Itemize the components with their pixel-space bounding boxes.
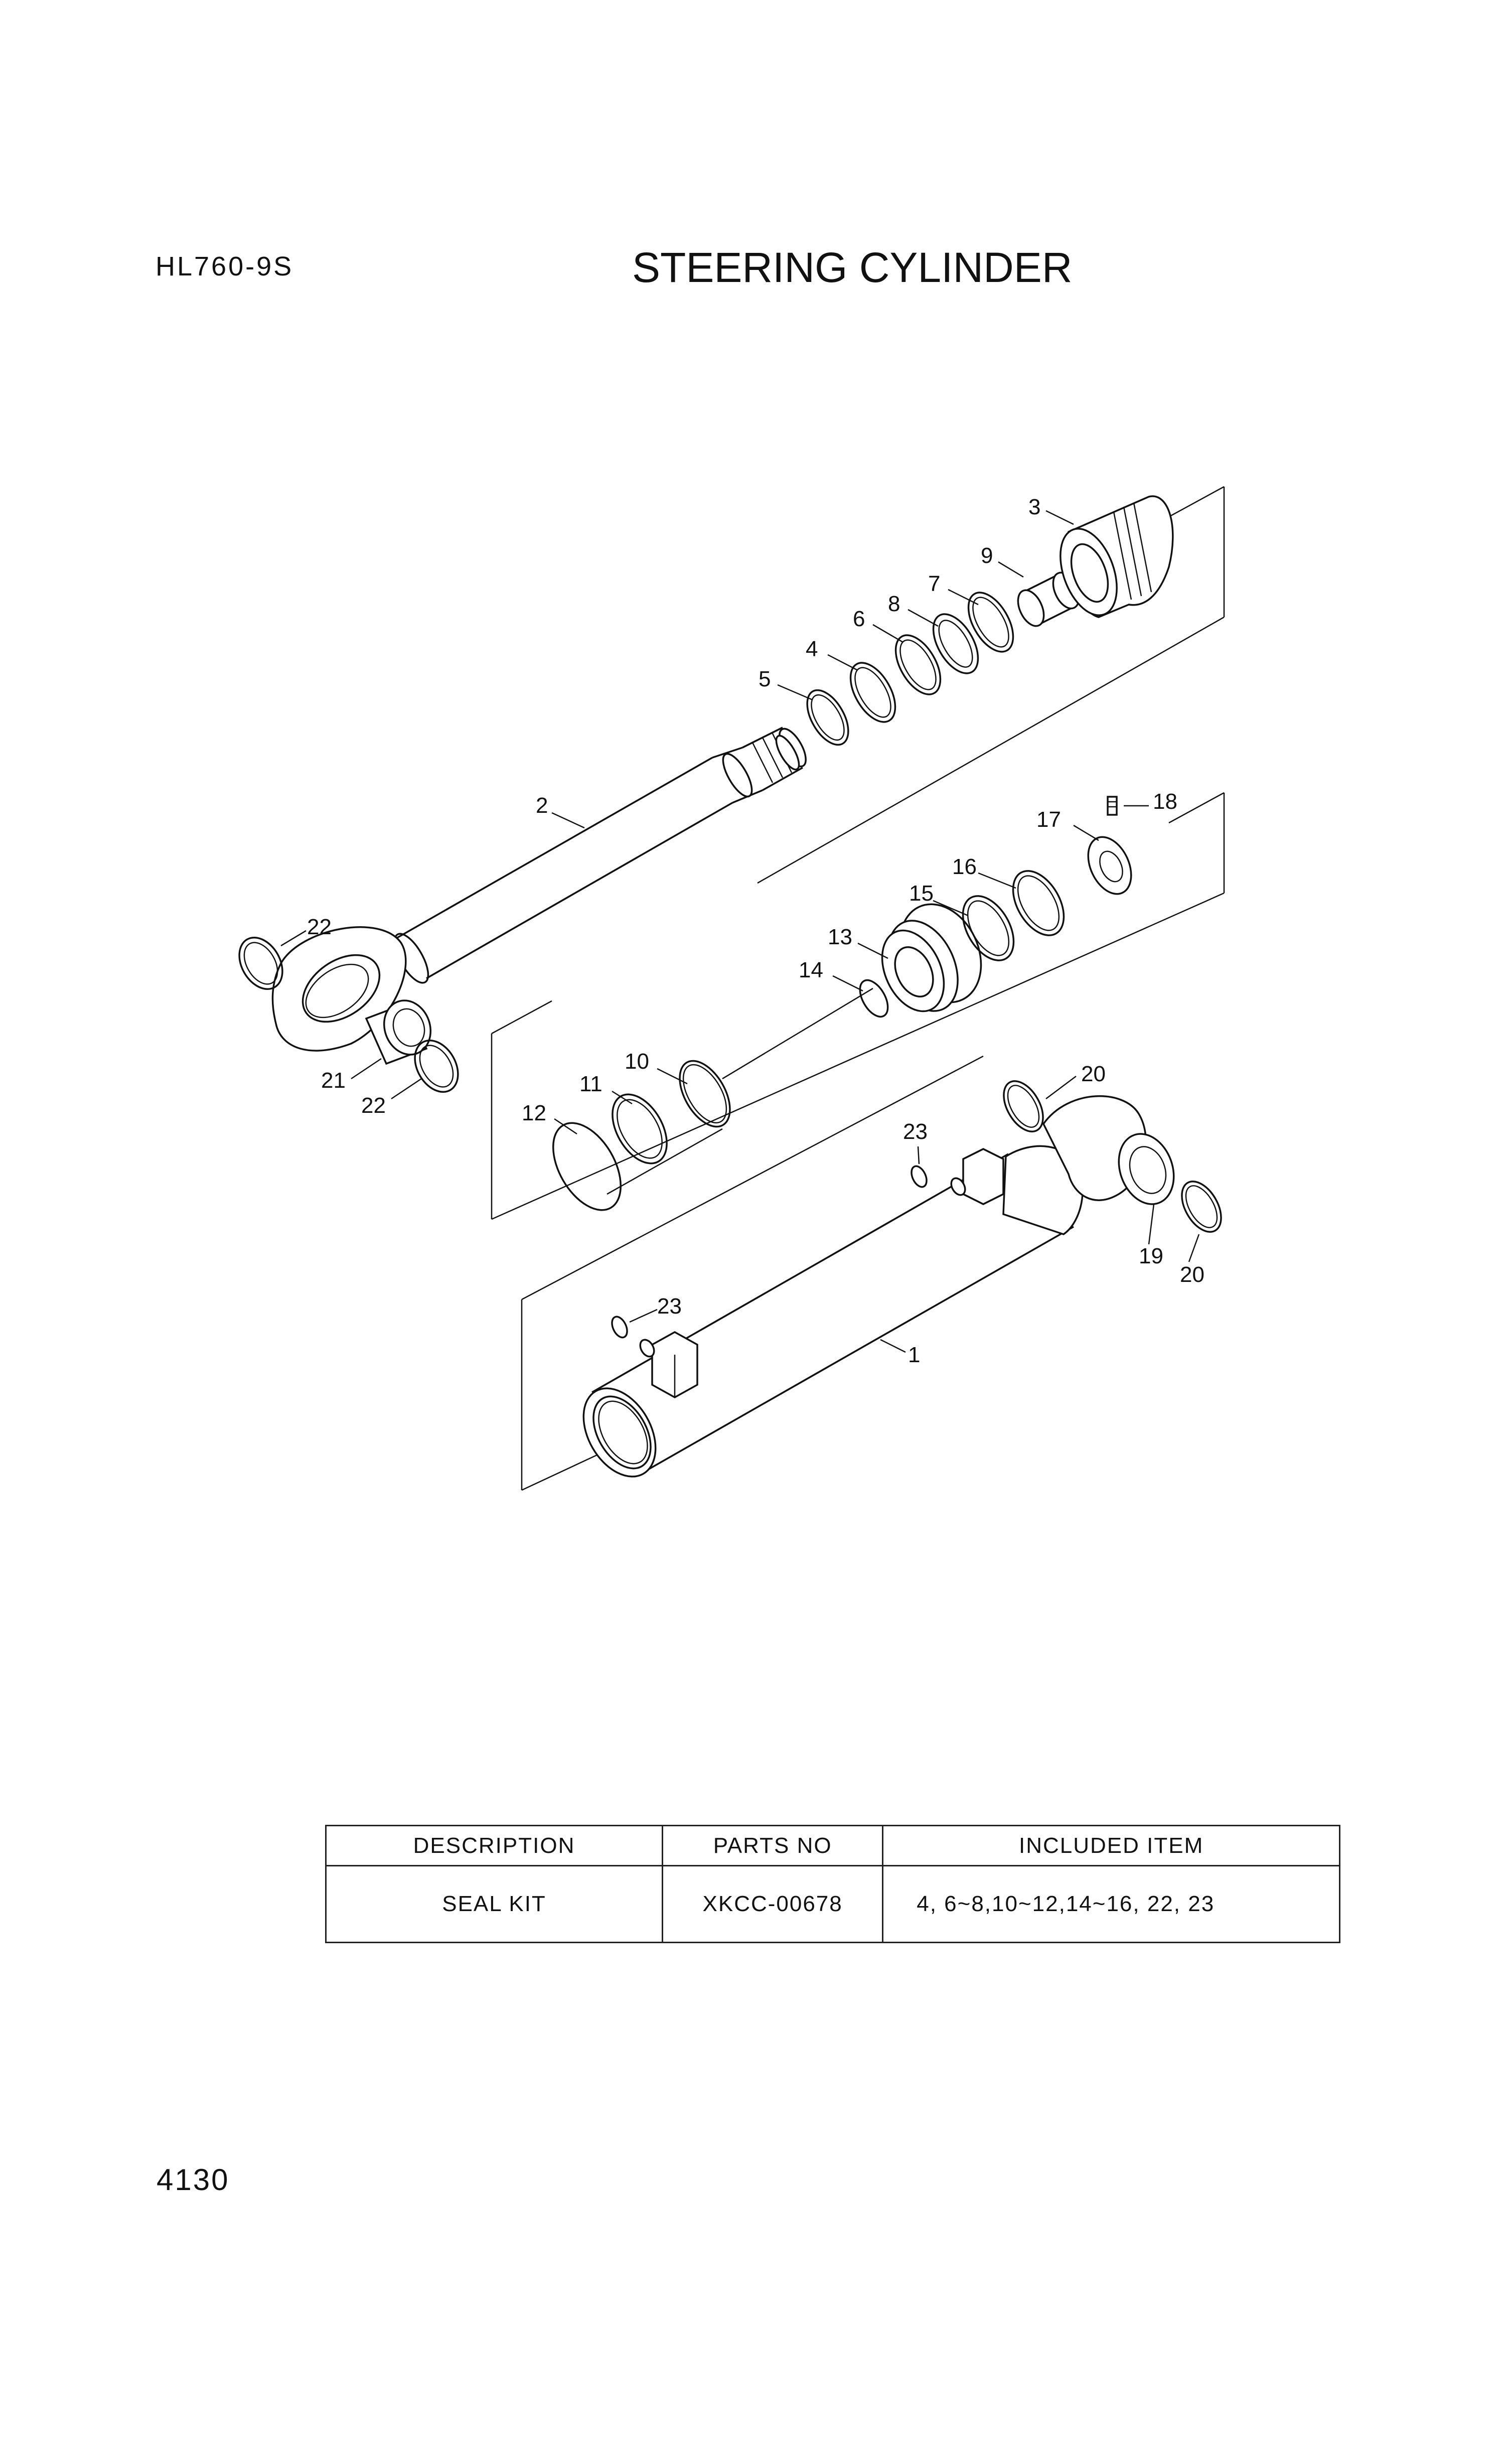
table-header-row: DESCRIPTION PARTS NO INCLUDED ITEM (325, 1825, 1340, 1866)
wear-ring-15 (962, 895, 1015, 961)
cylinder-tube (582, 1095, 1175, 1478)
dust-seal-22-right (414, 1039, 459, 1093)
callout-22-upper: 22 (307, 915, 332, 939)
model-code: HL760-9S (156, 251, 294, 281)
callout-19: 19 (1139, 1244, 1163, 1268)
tube-group-frame (521, 1055, 984, 1491)
callout-9: 9 (981, 543, 993, 568)
bushing-21 (365, 999, 432, 1065)
retaining-ring-20-lower (1181, 1181, 1222, 1233)
callout-16: 16 (952, 854, 977, 879)
seal-6 (894, 634, 942, 695)
callout-7: 7 (928, 571, 940, 596)
ring-11 (612, 1093, 668, 1165)
retaining-ring-5 (806, 689, 849, 746)
seal-7 (967, 592, 1014, 653)
piston-13 (881, 903, 982, 1012)
gland-3 (1060, 495, 1174, 618)
piston-group-frame (491, 792, 1225, 1220)
o-ring-23-upper (911, 1165, 928, 1188)
callout-labels: 1 2 3 4 5 6 7 8 9 10 11 12 13 14 15 16 1… (307, 495, 1204, 1367)
callout-23-upper: 23 (903, 1119, 928, 1144)
callout-12: 12 (522, 1101, 546, 1125)
callout-17: 17 (1036, 807, 1061, 832)
callout-20-lower: 20 (1180, 1262, 1204, 1287)
column-header-included-item: INCLUDED ITEM (882, 1825, 1340, 1866)
callout-13: 13 (828, 925, 852, 949)
cell-description: SEAL KIT (325, 1865, 664, 1943)
retaining-ring-20-upper (1003, 1080, 1044, 1132)
cell-included-items: 4, 6~8,10~12,14~16, 22, 23 (882, 1865, 1340, 1943)
column-header-description: DESCRIPTION (325, 1825, 664, 1866)
cell-parts-no: XKCC-00678 (662, 1865, 884, 1943)
o-ring-23-lower (611, 1316, 628, 1339)
column-header-parts-no: PARTS NO (662, 1825, 884, 1866)
wear-ring-16 (1012, 870, 1065, 936)
callout-11: 11 (579, 1072, 602, 1096)
seal-4 (849, 662, 896, 723)
callout-18: 18 (1153, 789, 1177, 814)
callout-2: 2 (536, 793, 548, 818)
callout-4: 4 (806, 637, 818, 661)
leader-lines (280, 510, 1200, 1353)
callout-8: 8 (888, 592, 900, 616)
seal-8 (932, 613, 979, 674)
callout-15: 15 (909, 881, 934, 906)
nut-17 (1087, 836, 1132, 895)
ring-12 (552, 1122, 622, 1211)
callout-10: 10 (625, 1049, 649, 1074)
rod-group-frame (757, 486, 1225, 884)
dust-seal-22-left (238, 936, 283, 990)
callout-20-upper: 20 (1081, 1062, 1106, 1086)
callout-21: 21 (321, 1068, 346, 1093)
table-row: SEAL KIT XKCC-00678 4, 6~8,10~12,14~16, … (325, 1865, 1340, 1943)
callout-5: 5 (759, 667, 771, 691)
page-title: STEERING CYLINDER (632, 244, 1073, 291)
set-screw-18 (1107, 796, 1118, 816)
bushing-9 (1017, 571, 1080, 627)
o-ring-14 (859, 979, 889, 1018)
callout-22-lower: 22 (361, 1093, 386, 1118)
page-number: 4130 (157, 2163, 230, 2197)
parts-table: DESCRIPTION PARTS NO INCLUDED ITEM SEAL … (325, 1825, 1340, 1943)
callout-14: 14 (799, 958, 823, 982)
callout-1: 1 (908, 1343, 920, 1367)
callout-6: 6 (853, 607, 865, 631)
callout-23-lower: 23 (657, 1294, 682, 1319)
piston-rod (393, 727, 807, 984)
callout-3: 3 (1028, 495, 1040, 519)
ring-10 (679, 1060, 731, 1128)
